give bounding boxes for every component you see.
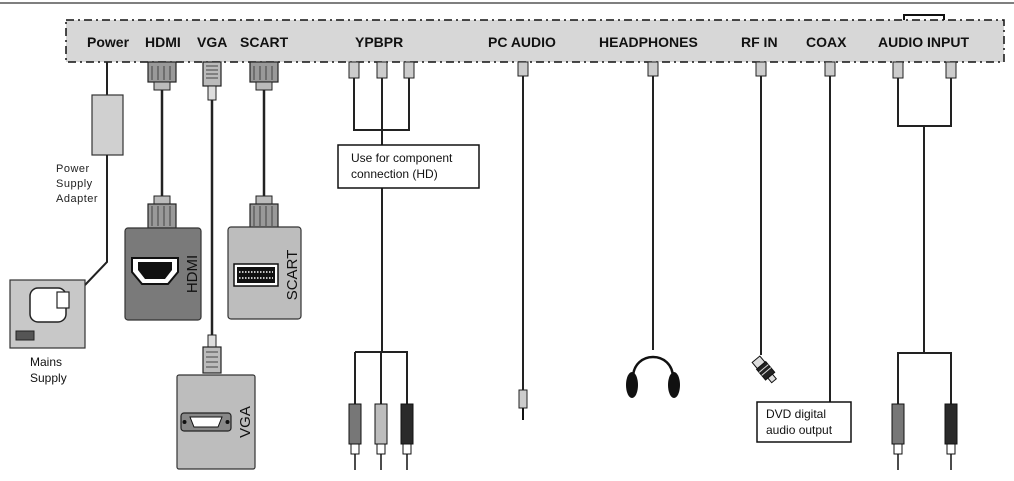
adapter-label: Power Supply Adapter bbox=[56, 163, 98, 205]
hdmi-connection: HDMI bbox=[124, 61, 202, 321]
vga-connection: VGA bbox=[176, 61, 256, 470]
audio-plug-right bbox=[944, 403, 958, 470]
dvd-note-box bbox=[756, 401, 852, 443]
port-label-ypbpr: YPBPR bbox=[355, 34, 403, 50]
mains-label: Mains Supply bbox=[30, 355, 67, 385]
coax-connection: DVD digital audio output bbox=[756, 61, 852, 443]
rca-plug-blue bbox=[400, 403, 414, 470]
back-panel bbox=[65, 19, 1005, 63]
port-label-rf-in: RF IN bbox=[741, 34, 778, 50]
port-label-power: Power bbox=[87, 34, 130, 50]
vga-device-label: VGA bbox=[237, 406, 254, 438]
port-label-vga: VGA bbox=[197, 34, 227, 50]
hdmi-device-label: HDMI bbox=[184, 255, 201, 293]
panel-notch bbox=[903, 14, 945, 20]
rf-plug bbox=[751, 355, 778, 384]
port-label-coax: COAX bbox=[806, 34, 847, 50]
scart-connection: SCART bbox=[227, 61, 302, 320]
port-label-hdmi: HDMI bbox=[145, 34, 181, 50]
pc-audio-connection bbox=[517, 61, 529, 420]
scart-device-label: SCART bbox=[284, 250, 301, 301]
port-label-audio-input: AUDIO INPUT bbox=[878, 34, 969, 50]
port-label-headphones: HEADPHONES bbox=[599, 34, 698, 50]
power-connection: Power Supply Adapter Mains Supply bbox=[9, 62, 124, 385]
rf-in-connection bbox=[751, 61, 778, 384]
port-labels: Power HDMI VGA SCART YPBPR PC AUDIO HEAD… bbox=[87, 34, 969, 50]
component-note-box bbox=[337, 144, 480, 189]
rca-plug-red bbox=[348, 403, 362, 470]
ypbpr-connection: Use for component connection (HD) bbox=[337, 61, 480, 470]
audio-input-connection bbox=[891, 61, 958, 470]
component-note: Use for component connection (HD) bbox=[351, 151, 456, 181]
port-label-pc-audio: PC AUDIO bbox=[488, 34, 556, 50]
port-label-scart: SCART bbox=[240, 34, 289, 50]
audio-plug-left bbox=[891, 403, 905, 470]
headphones-connection bbox=[626, 61, 680, 398]
power-adapter-box bbox=[91, 94, 124, 156]
headphones-icon bbox=[631, 355, 675, 379]
dvd-note: DVD digital audio output bbox=[766, 407, 833, 437]
rca-plug-green bbox=[374, 403, 388, 470]
